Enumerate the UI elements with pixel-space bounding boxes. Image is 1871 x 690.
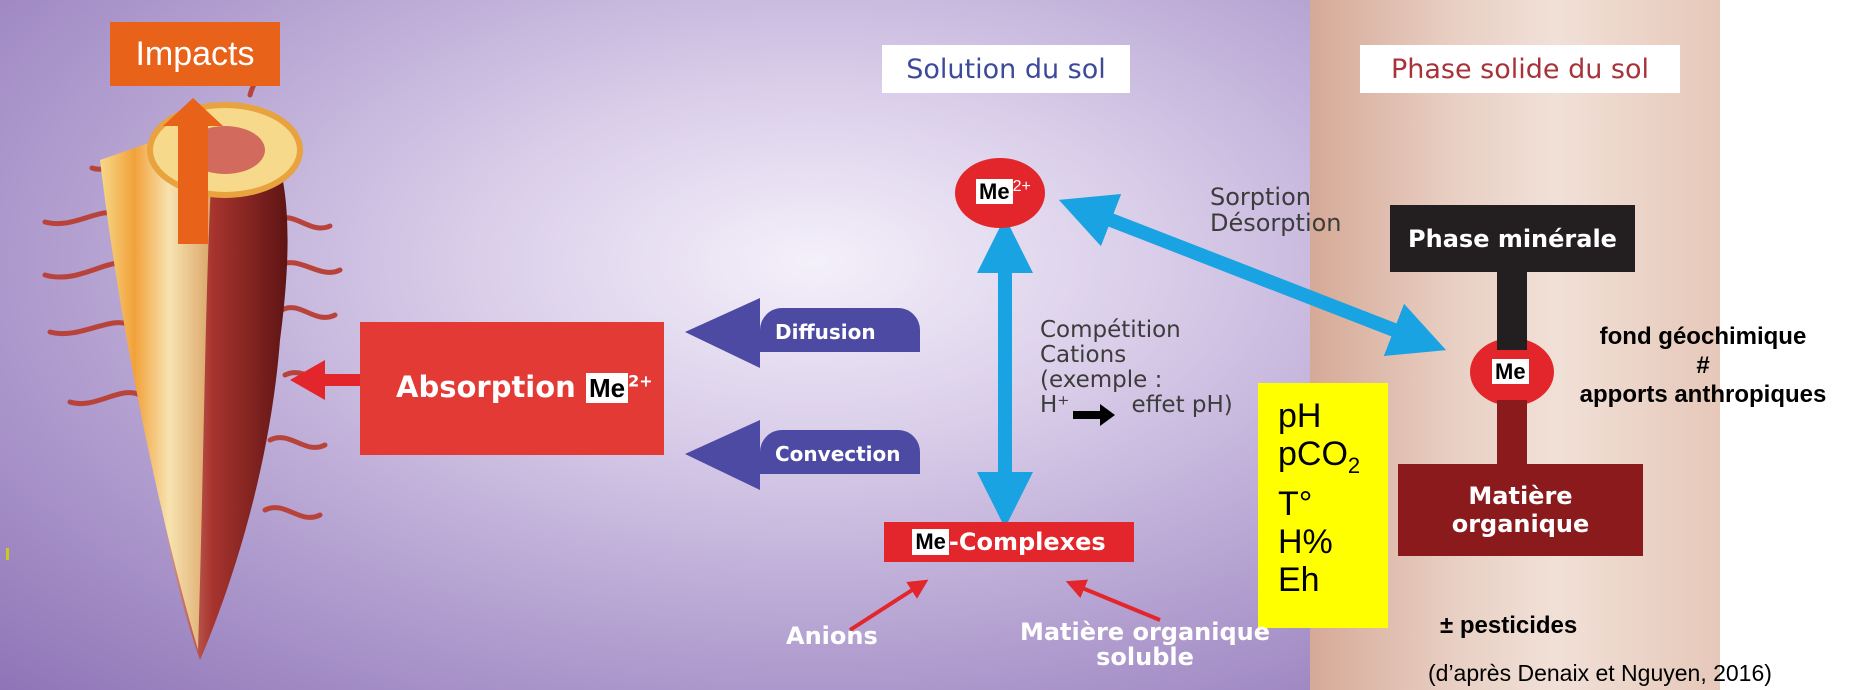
mo-soluble-label: Matière organique soluble [1019, 618, 1271, 671]
pesticides-text: ± pesticides [1440, 612, 1578, 639]
citation-text: (d’après Denaix et Nguyen, 2016) [1428, 660, 1772, 686]
absorption-arrow [290, 360, 362, 400]
impacts-arrow-shaft [178, 120, 208, 244]
conditions-box: pH pCO2 T° H% Eh [1258, 383, 1388, 628]
anions-arrow [848, 579, 929, 632]
mineral-stem [1497, 270, 1527, 350]
impacts-arrow-head [163, 98, 223, 126]
phase-minerale-box: Phase minérale [1390, 205, 1635, 272]
fond-geochimique-text: fond géochimique # apports anthropiques [1579, 323, 1827, 408]
white-margin [1720, 0, 1871, 690]
anions-label: Anions [786, 622, 878, 650]
competition-text: Compétition Cations (exemple : H⁺effet p… [1040, 317, 1233, 418]
root-core [100, 120, 215, 650]
me-solid-text: Me [1492, 359, 1529, 385]
mo-soluble-arrow [1065, 579, 1161, 622]
solution-du-sol-label: Solution du sol [882, 45, 1130, 93]
diffusion-label: Diffusion [775, 320, 876, 344]
me-complexes-box: Me-Complexes [884, 522, 1134, 562]
h-effect-arrow [1073, 404, 1115, 426]
impacts-label: Impacts [110, 22, 280, 86]
organic-stem [1497, 400, 1527, 465]
sorption-blue-arrow [1058, 194, 1447, 356]
matiere-organique-box: Matière organique [1398, 464, 1643, 556]
phase-solide-label: Phase solide du sol [1360, 45, 1680, 93]
convection-label: Convection [775, 442, 901, 466]
